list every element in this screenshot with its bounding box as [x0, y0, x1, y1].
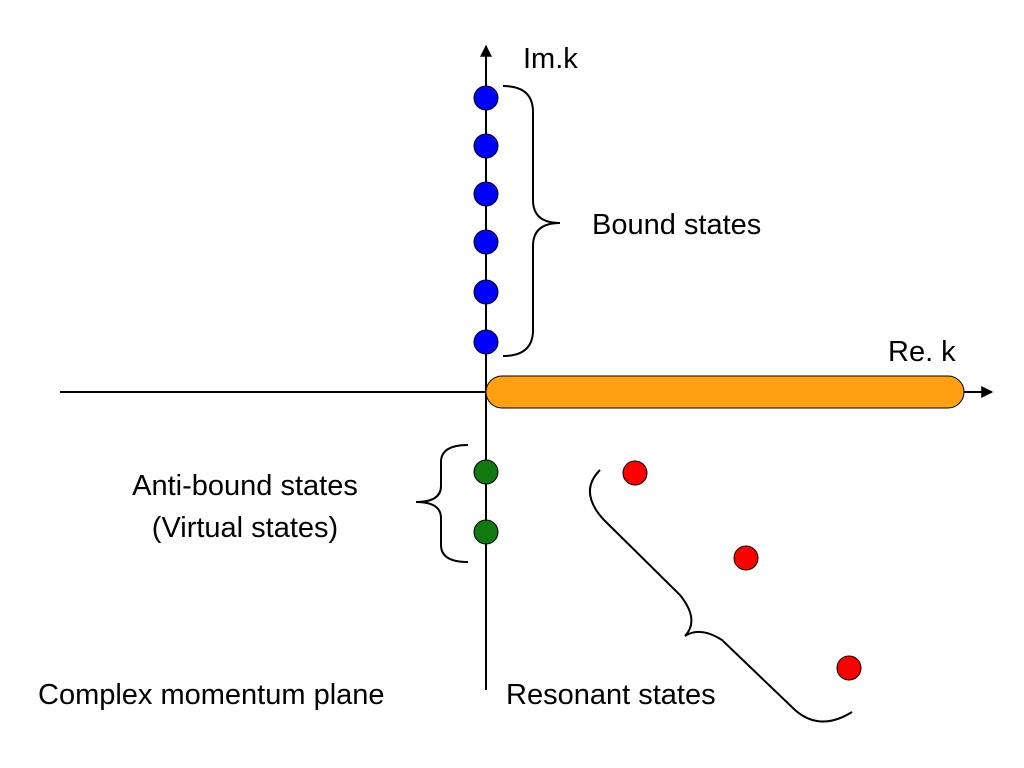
bound-state-point: [473, 181, 499, 207]
bound-state-point: [473, 229, 499, 255]
anti-bound-state-point: [473, 519, 499, 545]
re-axis-label: Re. k: [888, 336, 956, 368]
continuum-band: [485, 375, 965, 409]
bound-state-point: [473, 133, 499, 159]
resonant-state-point: [622, 460, 648, 486]
bound-state-point: [473, 329, 499, 355]
resonant-states-brace: [589, 469, 853, 723]
bound-state-point: [473, 85, 499, 111]
anti-bound-states-group: [473, 459, 499, 545]
resonant-state-point: [836, 655, 862, 681]
plane-title: Complex momentum plane: [38, 679, 385, 711]
resonant-states-label: Resonant states: [506, 679, 716, 711]
virtual-states-label: (Virtual states): [152, 512, 338, 544]
resonant-states-group: [622, 460, 862, 681]
bound-states-brace: [502, 85, 561, 357]
bound-states-label: Bound states: [592, 209, 761, 241]
bound-states-group: [473, 85, 499, 355]
bound-state-point: [473, 279, 499, 305]
anti-bound-states-brace: [415, 444, 469, 563]
anti-bound-state-point: [473, 459, 499, 485]
resonant-state-point: [733, 545, 759, 571]
anti-bound-states-label: Anti-bound states: [132, 470, 358, 502]
im-axis-label: Im.k: [523, 43, 578, 75]
